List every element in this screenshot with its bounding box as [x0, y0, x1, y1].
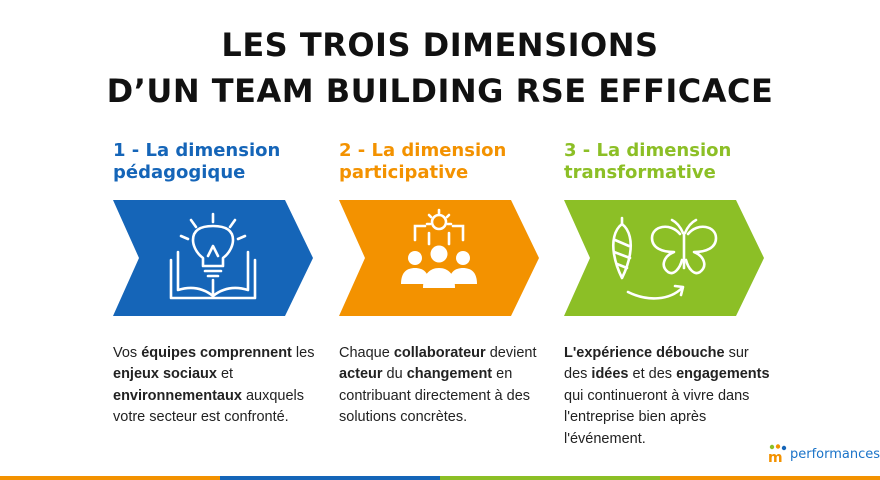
dimension-description: L'expérience débouche sur des idées et d… [564, 344, 770, 447]
performances-logo: m performances [766, 443, 880, 465]
stripe-segment [0, 476, 220, 480]
dimension-title-line-1: 2 - La dimension [339, 140, 507, 161]
stripe-segment [660, 476, 880, 480]
dimension-title-line-2: pédagogique [113, 162, 246, 183]
dimension-title-line-2: participative [339, 162, 469, 183]
green-chevron-arrow [564, 200, 764, 316]
dimension-title: 1 - La dimension pédagogique [113, 140, 323, 184]
performances-logo-icon: m [768, 444, 787, 464]
blue-chevron-arrow [113, 200, 313, 316]
dimension-description: Vos équipes comprennent les enjeux socia… [113, 344, 315, 426]
title-line-2: D’UN TEAM BUILDING RSE EFFICACE [106, 72, 774, 110]
dimension-title-line-2: transformative [564, 162, 716, 183]
team-gear-icon [401, 208, 477, 288]
bottom-color-stripe [0, 476, 880, 480]
stripe-segment [440, 476, 660, 480]
dimension-title: 3 - La dimension transformative [564, 140, 774, 184]
page-title: LES TROIS DIMENSIONS D’UN TEAM BUILDING … [0, 22, 880, 114]
orange-chevron-arrow [339, 200, 539, 316]
dimension-participative: 2 - La dimension participative [339, 140, 549, 425]
lightbulb-book-icon [169, 212, 257, 300]
logo-text: performances [790, 446, 880, 462]
title-line-1: LES TROIS DIMENSIONS [221, 26, 659, 64]
svg-text:m: m [768, 450, 783, 464]
dimension-transformative: 3 - La dimension transformative L'expéri… [564, 140, 774, 447]
dimension-title-line-1: 3 - La dimension [564, 140, 732, 161]
stripe-segment [220, 476, 440, 480]
dimension-title: 2 - La dimension participative [339, 140, 549, 184]
cocoon-butterfly-icon [611, 216, 718, 300]
dimension-pedagogique: 1 - La dimension pédagogique Vos équipes… [113, 140, 323, 425]
dimension-description: Chaque collaborateur devient acteur du c… [339, 344, 537, 426]
dimension-title-line-1: 1 - La dimension [113, 140, 281, 161]
